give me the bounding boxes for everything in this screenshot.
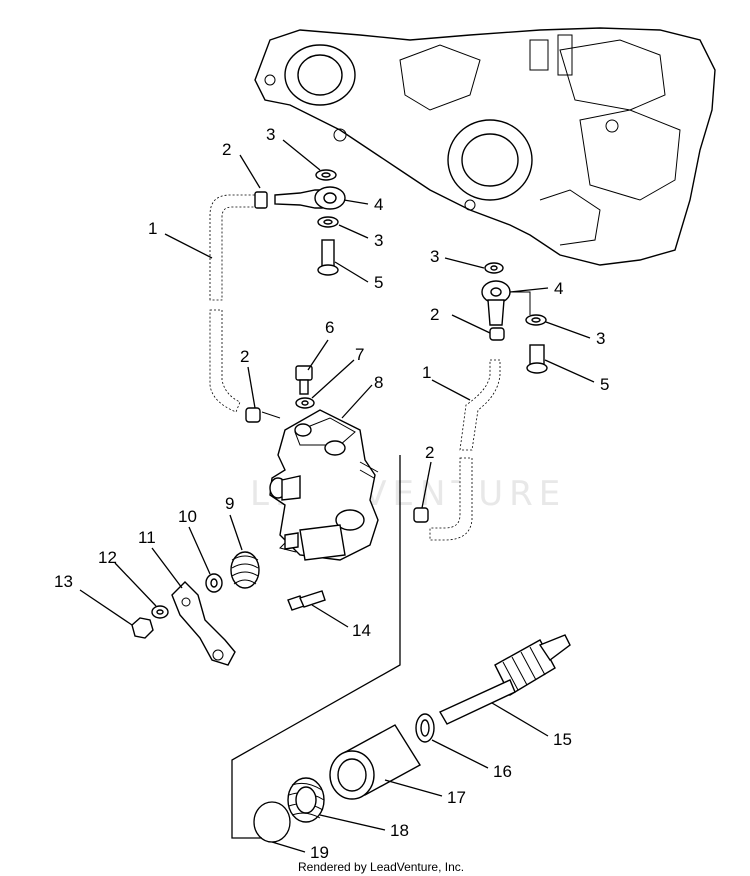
callout-numbers: 1 2 3 4 3 5 3 4 2 3 5 6 7 8 2 1 2 9 10 1… (54, 125, 609, 862)
callout-4-left: 4 (374, 195, 383, 214)
callout-3-right: 3 (596, 329, 605, 348)
callout-13: 13 (54, 572, 73, 591)
leader-lines (79, 139, 595, 853)
left-oil-line (209, 169, 346, 423)
callout-17: 17 (447, 788, 466, 807)
callout-1-left: 1 (148, 219, 157, 238)
callout-5-right: 5 (600, 375, 609, 394)
callout-7: 7 (355, 345, 364, 364)
right-oil-line (413, 262, 548, 541)
callout-16: 16 (493, 762, 512, 781)
engine-block (254, 27, 716, 266)
callout-3-top-left: 3 (266, 125, 275, 144)
callout-11: 11 (138, 528, 156, 547)
control-parts (131, 551, 326, 666)
callout-3-mid-left: 3 (374, 231, 383, 250)
oil-pump (269, 365, 379, 561)
callout-6: 6 (325, 318, 334, 337)
callout-2-mid: 2 (240, 347, 249, 366)
callout-5-left: 5 (374, 273, 383, 292)
callout-15: 15 (553, 730, 572, 749)
callout-14: 14 (352, 621, 371, 640)
callout-10: 10 (178, 507, 197, 526)
callout-1-right: 1 (422, 363, 431, 382)
callout-19: 19 (310, 843, 329, 862)
callout-8: 8 (374, 373, 383, 392)
footer-credit: Rendered by LeadVenture, Inc. (298, 860, 464, 874)
callout-2-top-left: 2 (222, 140, 231, 159)
drive-parts (231, 455, 571, 843)
callout-3-right-top: 3 (430, 247, 439, 266)
callout-4-right: 4 (554, 279, 563, 298)
callout-2-right-low: 2 (425, 443, 434, 462)
callout-9: 9 (225, 494, 234, 513)
callout-18: 18 (390, 821, 409, 840)
callout-12: 12 (98, 548, 117, 567)
callout-2-right-top: 2 (430, 305, 439, 324)
